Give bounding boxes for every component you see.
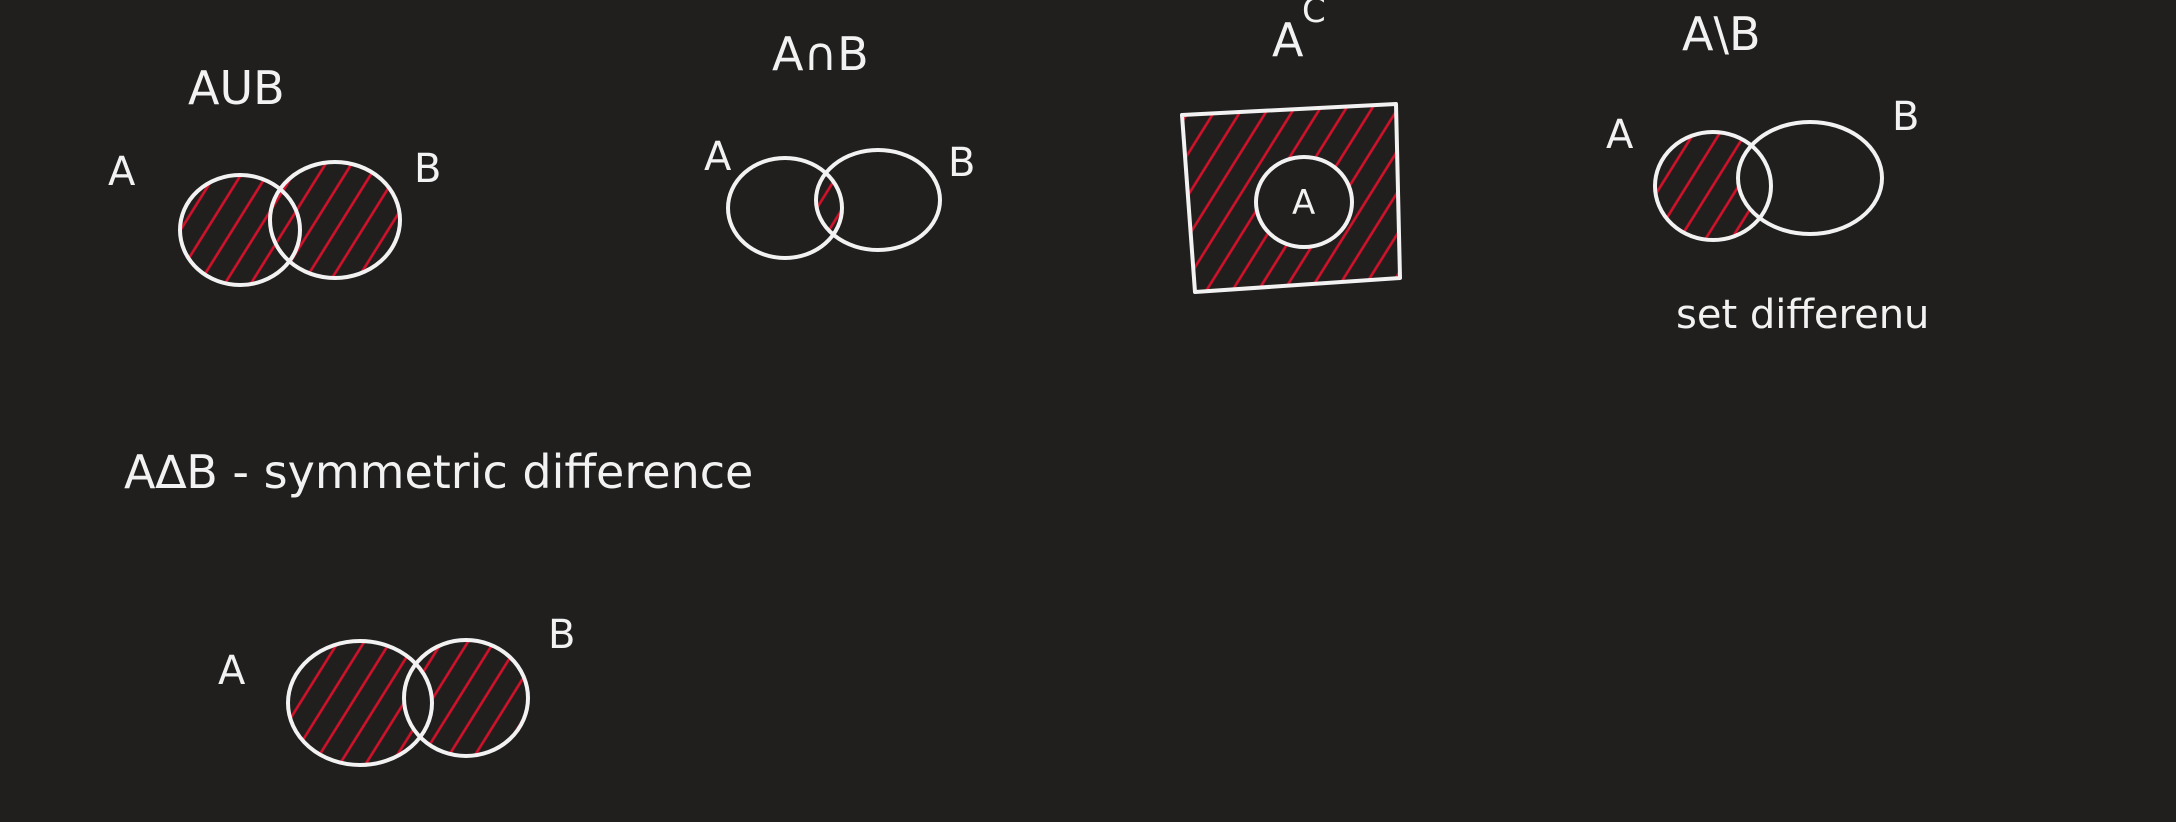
difference-diagram: A\B A B set differenu <box>1606 7 1929 338</box>
symmetric-difference-diagram: A∆B - symmetric difference A B <box>124 445 753 770</box>
intersection-label-a: A <box>704 134 732 180</box>
symmetric-title: A∆B - symmetric difference <box>124 445 753 499</box>
symmetric-label-a: A <box>218 648 246 694</box>
complement-label-a: A <box>1292 183 1315 223</box>
symmetric-shading-b <box>400 630 540 770</box>
union-label-b: B <box>414 146 441 192</box>
complement-diagram: A C A <box>1180 0 1402 294</box>
union-title: AUB <box>188 61 285 115</box>
symmetric-label-b: B <box>548 612 575 658</box>
complement-shading <box>1182 104 1400 292</box>
union-shading <box>180 162 400 285</box>
universe-rectangle <box>1180 102 1402 294</box>
complement-title-superscript: C <box>1302 0 1326 31</box>
union-diagram: AUB A B <box>108 61 441 287</box>
intersection-shading <box>728 158 842 258</box>
difference-shading <box>1655 132 1771 240</box>
intersection-title: A∩B <box>772 27 869 81</box>
difference-note: set differenu <box>1676 292 1929 338</box>
intersection-diagram: A∩B A B <box>704 27 975 260</box>
difference-title: A\B <box>1682 7 1761 61</box>
difference-label-b: B <box>1892 94 1919 140</box>
intersection-label-b: B <box>948 140 975 186</box>
difference-label-a: A <box>1606 112 1634 158</box>
union-label-a: A <box>108 149 136 195</box>
complement-title: A <box>1272 13 1304 67</box>
